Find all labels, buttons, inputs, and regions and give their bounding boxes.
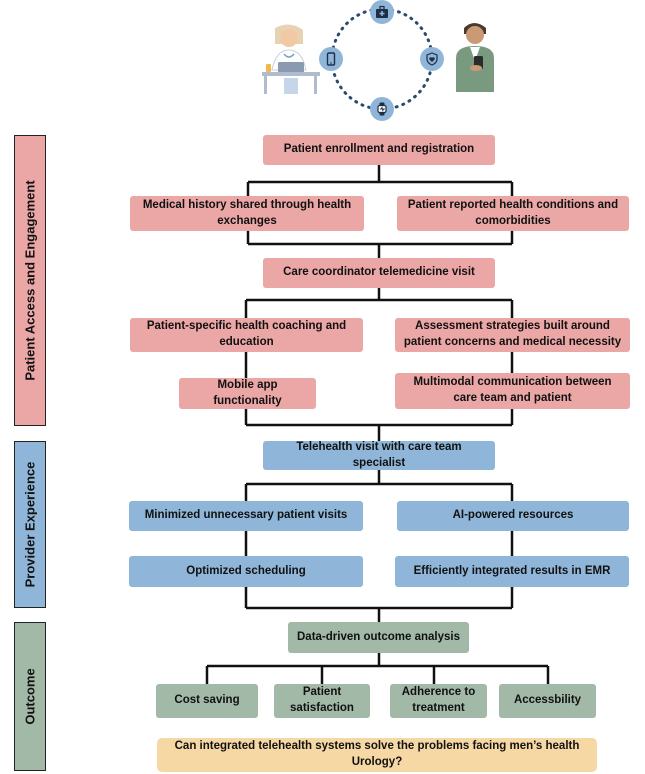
- enrollment-box: Patient enrollment and registration: [263, 135, 495, 165]
- telehealth-visit-box: Telehealth visit with care team speciali…: [263, 441, 495, 470]
- health-coaching-box: Patient-specific health coaching and edu…: [130, 318, 363, 352]
- section-label-outcome: Outcome: [14, 622, 46, 771]
- medical-kit-icon: [370, 0, 394, 24]
- patient-with-phone-icon: [456, 23, 494, 92]
- patient-satisfaction-box: Patient satisfaction: [274, 684, 370, 718]
- multimodal-communication-box: Multimodal communication between care te…: [395, 373, 630, 409]
- ai-resources-box: AI-powered resources: [397, 501, 629, 531]
- section-label-access: Patient Access and Engagement: [14, 135, 46, 426]
- section-label-access-text: Patient Access and Engagement: [22, 180, 38, 381]
- emr-results-box: Efficiently integrated results in EMR: [395, 556, 629, 587]
- section-label-outcome-text: Outcome: [22, 668, 38, 725]
- smartwatch-icon: [370, 97, 394, 121]
- reported-conditions-box: Patient reported health conditions and c…: [397, 196, 629, 231]
- doctor-at-desk-icon: [262, 24, 320, 94]
- minimized-visits-box: Minimized unnecessary patient visits: [129, 501, 363, 531]
- cost-saving-box: Cost saving: [156, 684, 258, 718]
- medical-history-box: Medical history shared through health ex…: [130, 196, 364, 231]
- section-label-provider-text: Provider Experience: [22, 461, 38, 588]
- heart-shield-icon: [420, 47, 444, 71]
- accessibility-box: Accessbility: [499, 684, 596, 718]
- assessment-strategies-box: Assessment strategies built around patie…: [395, 318, 630, 352]
- smartphone-icon: [319, 47, 343, 71]
- care-coordinator-box: Care coordinator telemedicine visit: [263, 258, 495, 288]
- optimized-scheduling-box: Optimized scheduling: [129, 556, 363, 587]
- research-question-box: Can integrated telehealth systems solve …: [157, 738, 597, 772]
- section-label-provider: Provider Experience: [14, 441, 46, 608]
- adherence-box: Adherence to treatment: [390, 684, 487, 718]
- mobile-app-box: Mobile app functionality: [179, 378, 316, 409]
- outcome-analysis-box: Data-driven outcome analysis: [288, 622, 469, 653]
